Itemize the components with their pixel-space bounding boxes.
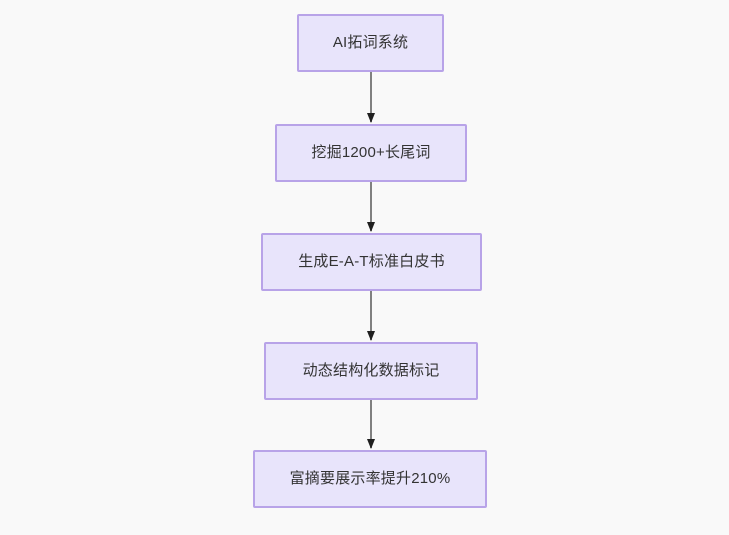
flowchart-node-rich-snippet-rate-increase[interactable]: 富摘要展示率提升210%: [253, 450, 487, 508]
flowchart-node-mine-longtail-keywords[interactable]: 挖掘1200+长尾词: [275, 124, 467, 182]
flowchart-node-label: 挖掘1200+长尾词: [311, 144, 431, 161]
flowchart-node-ai-keyword-system[interactable]: AI拓词系统: [297, 14, 444, 72]
flowchart-node-generate-eat-whitepaper[interactable]: 生成E-A-T标准白皮书: [261, 233, 482, 291]
flowchart-node-label: 富摘要展示率提升210%: [289, 470, 451, 487]
flowchart-node-label: 生成E-A-T标准白皮书: [298, 253, 445, 270]
flowchart-node-dynamic-structured-data-markup[interactable]: 动态结构化数据标记: [264, 342, 478, 400]
flowchart-node-label: AI拓词系统: [332, 34, 409, 51]
flowchart-node-label: 动态结构化数据标记: [302, 362, 440, 379]
